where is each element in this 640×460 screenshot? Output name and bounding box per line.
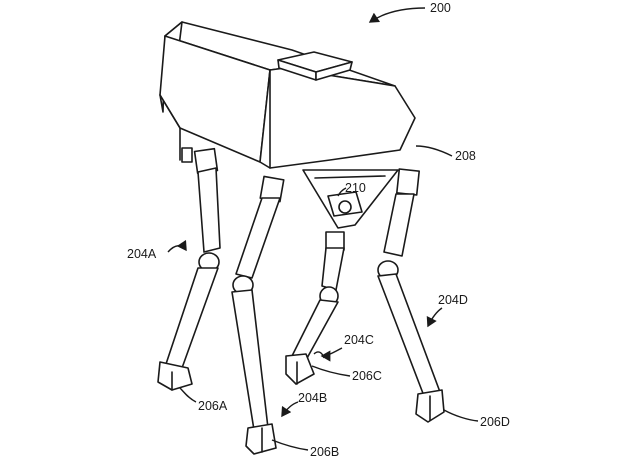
leg-204a	[158, 149, 220, 390]
label-foot-d: 206D	[480, 415, 510, 429]
robot-body	[160, 22, 415, 228]
label-sensor: 210	[345, 181, 366, 195]
label-foot-b: 206B	[310, 445, 339, 459]
label-body: 208	[455, 149, 476, 163]
label-leg-a: 204A	[127, 247, 157, 261]
camera-sensor	[328, 192, 362, 216]
leg-204d	[378, 169, 444, 422]
label-robot: 200	[430, 1, 451, 15]
label-leg-d: 204D	[438, 293, 468, 307]
label-leg-c: 204C	[344, 333, 374, 347]
label-foot-c: 206C	[352, 369, 382, 383]
label-foot-a: 206A	[198, 399, 228, 413]
leg-204c	[286, 232, 344, 384]
label-leg-b: 204B	[298, 391, 327, 405]
leg-204b	[232, 176, 284, 454]
